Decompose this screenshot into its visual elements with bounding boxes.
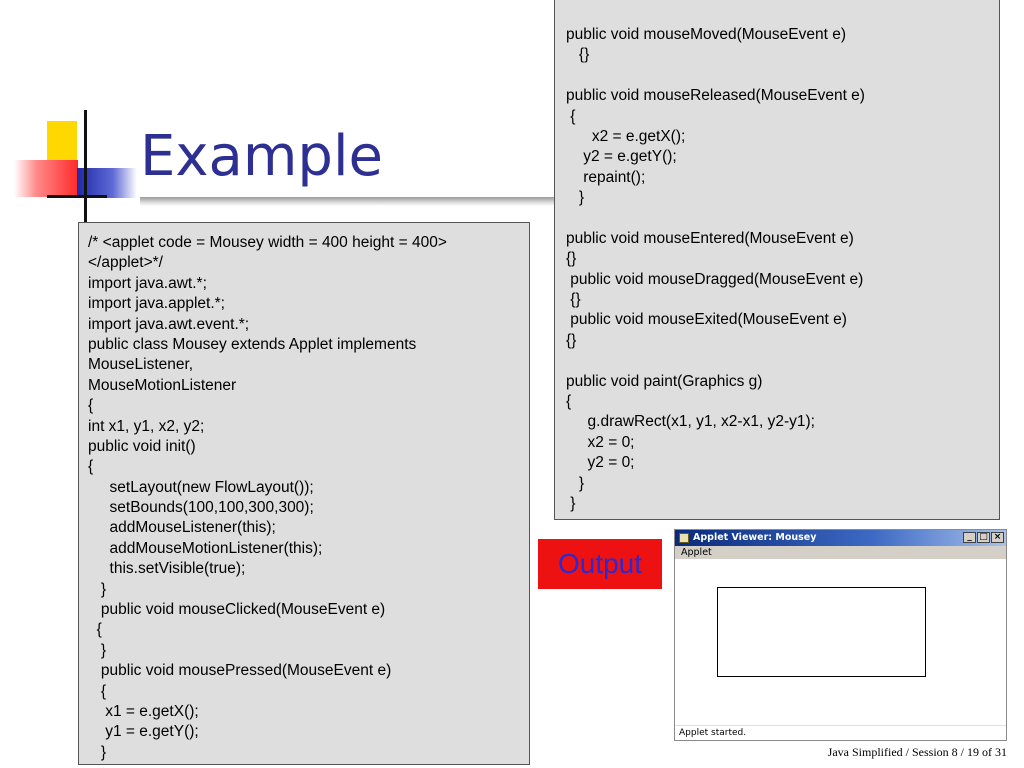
code-line: setLayout(new FlowLayout()); xyxy=(88,478,314,496)
minimize-icon[interactable]: _ xyxy=(963,532,976,543)
code-line: { xyxy=(88,397,94,415)
code-line: public class Mousey extends Applet imple… xyxy=(88,335,417,353)
code-line: { xyxy=(566,107,576,125)
code-line: {} xyxy=(566,250,577,268)
menu-applet[interactable]: Applet xyxy=(681,547,712,558)
decor-horizontal-line xyxy=(47,195,107,198)
code-line: public void mouseExited(MouseEvent e) xyxy=(566,311,847,329)
window-menubar: Applet xyxy=(675,546,1006,559)
code-line xyxy=(566,66,999,86)
slide-footer: Java Simplified / Session 8 / 19 of 31 xyxy=(827,745,1007,759)
code-line: { xyxy=(566,393,572,411)
window-title: Applet Viewer: Mousey xyxy=(693,532,817,543)
code-line xyxy=(566,351,999,371)
code-line: } xyxy=(566,494,576,512)
code-line: } xyxy=(88,580,107,598)
code-line: { xyxy=(88,682,107,700)
code-line: {} xyxy=(566,46,590,64)
code-line: } xyxy=(88,743,107,761)
code-line: x1 = e.getX(); xyxy=(88,702,199,720)
decor-red-gradient-bar xyxy=(14,160,78,197)
code-line: public void mouseDragged(MouseEvent e) xyxy=(566,270,864,288)
decor-blue-gradient-bar xyxy=(77,168,137,198)
code-line: { xyxy=(88,458,94,476)
status-bar: Applet started. xyxy=(675,725,1006,740)
code-line: addMouseMotionListener(this); xyxy=(88,539,323,557)
code-line: this.setVisible(true); xyxy=(88,560,246,578)
code-line: public void mouseReleased(MouseEvent e) xyxy=(566,87,865,105)
code-line: y2 = 0; xyxy=(566,454,635,472)
applet-viewer-window: Applet Viewer: Mousey _ □ × Applet Apple… xyxy=(674,529,1007,741)
code-line: } xyxy=(566,474,585,492)
code-line: } xyxy=(88,641,107,659)
close-icon[interactable]: × xyxy=(991,532,1004,543)
drawn-rectangle xyxy=(717,587,926,677)
java-app-icon xyxy=(679,533,689,543)
maximize-icon[interactable]: □ xyxy=(977,532,990,543)
window-controls: _ □ × xyxy=(963,532,1004,543)
code-line: {} xyxy=(566,331,577,349)
applet-canvas[interactable] xyxy=(675,559,1006,726)
code-block-right: public void mouseMoved(MouseEvent e) {} p… xyxy=(554,0,1000,520)
code-line: MouseMotionListener xyxy=(88,376,237,394)
code-line: </applet>*/ xyxy=(88,254,163,272)
code-line: public void paint(Graphics g) xyxy=(566,372,763,390)
code-line: public void mousePressed(MouseEvent e) xyxy=(88,662,392,680)
code-line: y2 = e.getY(); xyxy=(566,148,677,166)
decor-vertical-line xyxy=(84,110,87,222)
code-line: x2 = e.getX(); xyxy=(566,127,686,145)
title-underline xyxy=(140,197,565,206)
window-titlebar[interactable]: Applet Viewer: Mousey _ □ × xyxy=(675,530,1006,546)
code-line: public void mouseMoved(MouseEvent e) xyxy=(566,26,846,43)
code-line: import java.applet.*; xyxy=(88,295,225,313)
code-line: g.drawRect(x1, y1, x2-x1, y2-y1); xyxy=(566,413,815,431)
code-line xyxy=(566,209,999,229)
code-line: MouseListener, xyxy=(88,356,194,374)
code-line: repaint(); xyxy=(566,168,646,186)
code-line: x2 = 0; xyxy=(566,433,635,451)
code-line: } xyxy=(566,189,585,207)
code-line: y1 = e.getY(); xyxy=(88,723,199,741)
slide-title: Example xyxy=(140,124,383,189)
code-line: int x1, y1, x2, y2; xyxy=(88,417,205,435)
code-line: public void mouseClicked(MouseEvent e) xyxy=(88,601,386,619)
code-line: public void init() xyxy=(88,437,196,455)
code-line: {} xyxy=(566,291,581,309)
code-block-left: /* <applet code = Mousey width = 400 hei… xyxy=(78,222,530,765)
code-line: setBounds(100,100,300,300); xyxy=(88,499,314,517)
output-label: Output xyxy=(538,539,662,589)
code-line: addMouseListener(this); xyxy=(88,519,276,537)
code-line: /* <applet code = Mousey width = 400 hei… xyxy=(88,234,447,251)
code-line: import java.awt.event.*; xyxy=(88,315,250,333)
code-line: { xyxy=(88,621,102,639)
code-line: public void mouseEntered(MouseEvent e) xyxy=(566,229,854,247)
code-line: import java.awt.*; xyxy=(88,274,207,292)
